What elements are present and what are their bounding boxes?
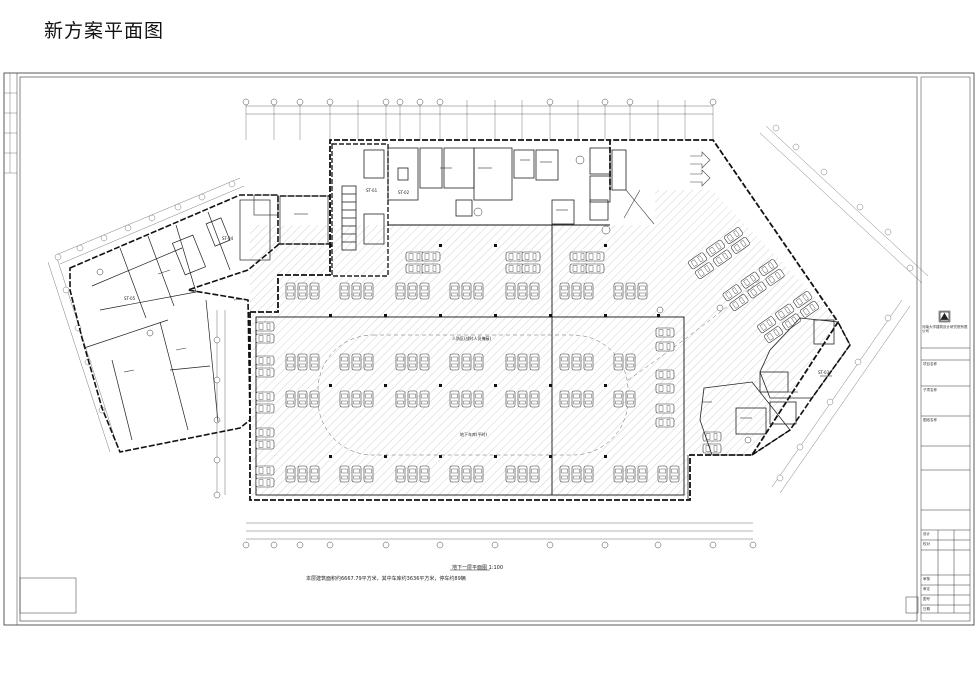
top-service-rooms bbox=[331, 143, 627, 277]
tb-row-project: 项目名称 bbox=[923, 362, 937, 366]
stair-tag-4: ST-04 bbox=[222, 236, 234, 241]
inner-frame bbox=[19, 76, 918, 622]
main-hall-walls bbox=[249, 139, 840, 501]
top-axis-bubbles bbox=[213, 98, 757, 549]
page-title: 新方案平面图 bbox=[44, 20, 165, 42]
right-wing-dimensions bbox=[759, 124, 929, 494]
top-axis-ticks bbox=[245, 100, 714, 140]
tb-row-approve: 审定 bbox=[923, 587, 930, 591]
ramp-arrows bbox=[623, 151, 711, 225]
area-note: 本层建筑面积约6667.79平方米，其中车库约3636平方米，停车约89辆 bbox=[306, 576, 466, 582]
room-label-marks bbox=[123, 159, 832, 419]
binding-strip-cells bbox=[4, 73, 17, 174]
left-wing-rooms bbox=[83, 195, 329, 441]
structural-columns bbox=[329, 244, 660, 458]
stair-tag-5: ST-05 bbox=[124, 296, 136, 301]
title-block bbox=[920, 76, 971, 622]
dimension-lines bbox=[216, 105, 753, 540]
tb-row-number: 图号 bbox=[923, 597, 930, 601]
tb-row-check: 校对 bbox=[923, 542, 930, 546]
plan-title: 地下一层平面图 1:100 bbox=[452, 565, 504, 571]
tb-row-review: 审核 bbox=[923, 577, 930, 581]
parking-row-bottom bbox=[285, 465, 680, 483]
stair-tag-2: ST-02 bbox=[398, 190, 410, 195]
tb-row-date: 日期 bbox=[923, 607, 930, 611]
company-logo bbox=[939, 311, 950, 322]
left-wing-dimensions bbox=[47, 177, 245, 453]
plan-scale: 1:100 bbox=[488, 565, 504, 571]
stair-tag-3: ST-03 bbox=[818, 370, 830, 375]
tb-row-drawing-name: 图纸名称 bbox=[923, 418, 937, 422]
sheet-frame bbox=[3, 72, 975, 626]
center-label-2: 地下车库(平时) bbox=[460, 431, 488, 437]
stair-tag-1: ST-01 bbox=[366, 188, 378, 193]
parking-row-top bbox=[285, 282, 648, 300]
tb-row-design: 设计 bbox=[923, 532, 930, 536]
title-block-company: 河南大学建筑设计研究院有限公司 bbox=[922, 325, 968, 333]
section-markers bbox=[96, 155, 752, 444]
tb-row-subproject: 子项名称 bbox=[923, 388, 937, 392]
center-label-1: 人防区(战时人员掩蔽) bbox=[452, 335, 492, 341]
